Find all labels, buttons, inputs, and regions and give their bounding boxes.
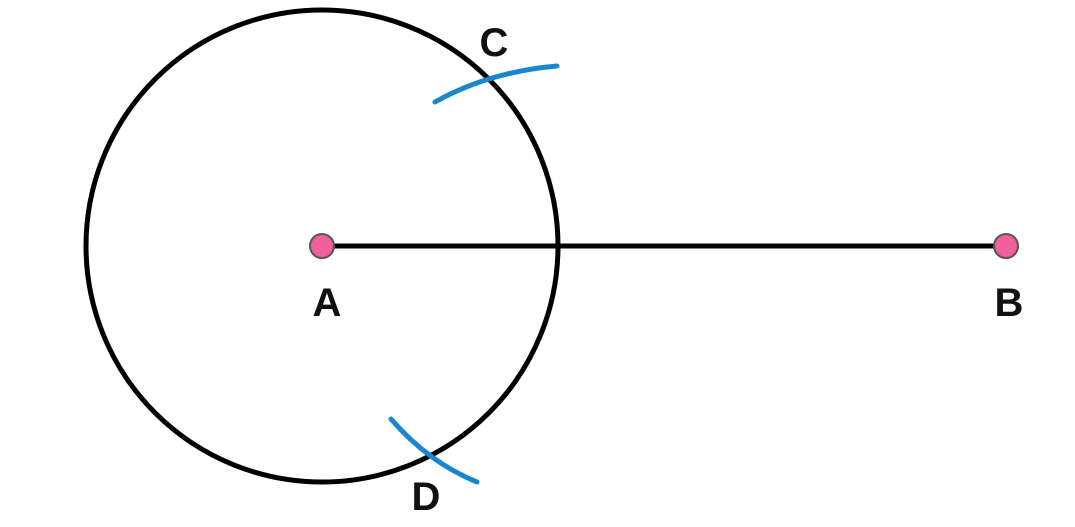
- arc-through-d: [388, 416, 480, 485]
- label-d: D: [412, 475, 441, 519]
- label-a: A: [313, 281, 342, 325]
- point-a: [309, 233, 335, 259]
- label-b: B: [995, 281, 1024, 325]
- label-c: C: [480, 21, 509, 65]
- point-b: [993, 233, 1019, 259]
- arc-through-c: [432, 63, 560, 105]
